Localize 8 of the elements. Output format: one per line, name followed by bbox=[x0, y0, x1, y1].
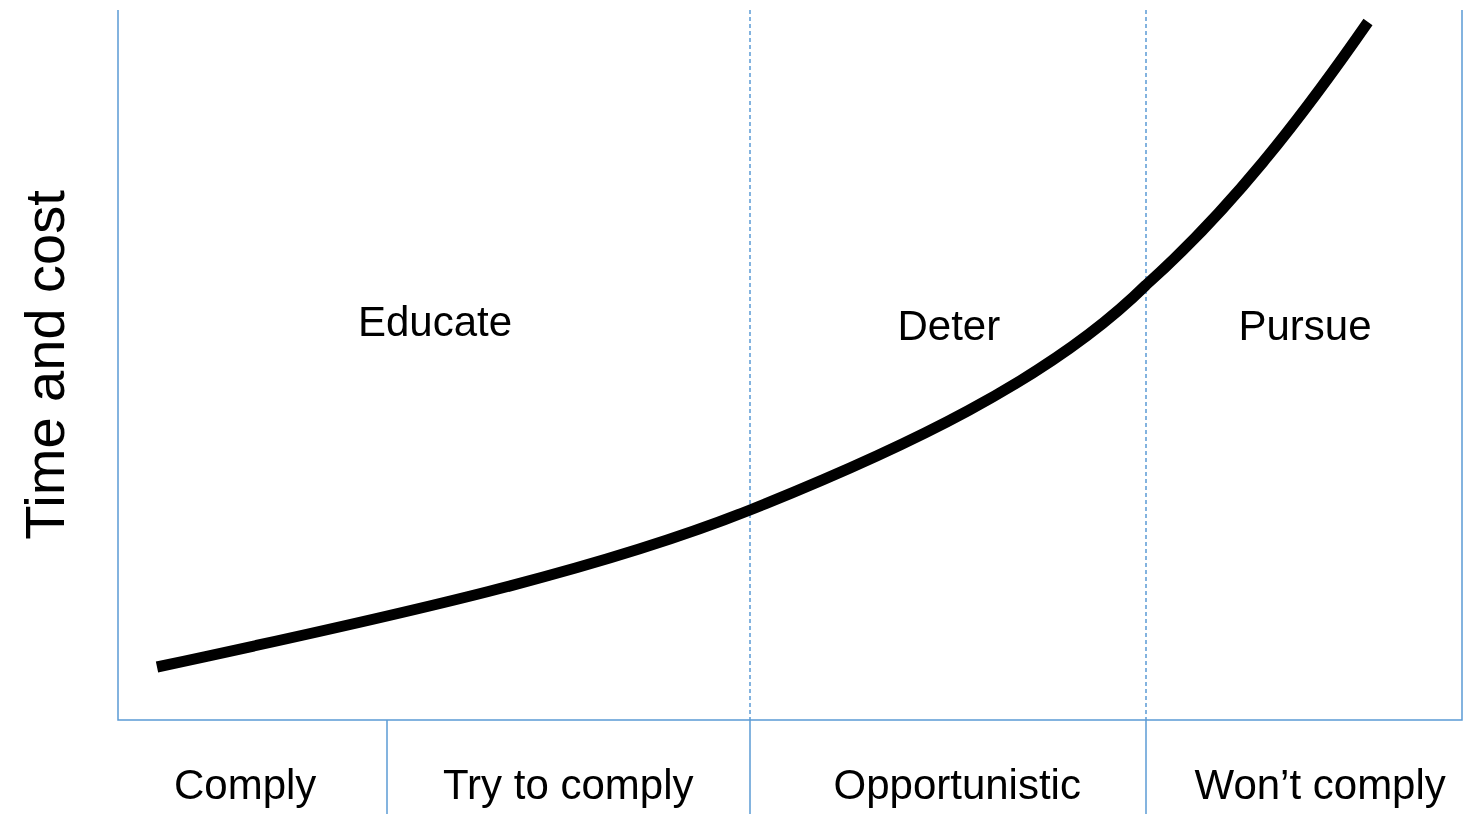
category-label: Try to comply bbox=[443, 764, 694, 806]
category-label: Comply bbox=[174, 764, 317, 806]
category-label: Opportunistic bbox=[833, 764, 1081, 806]
zone-label: Deter bbox=[897, 305, 1001, 347]
axis-title: Time and cost bbox=[16, 190, 73, 540]
category-label: Won’t comply bbox=[1194, 764, 1446, 806]
zone-label: Pursue bbox=[1238, 305, 1372, 347]
zone-label: Educate bbox=[358, 301, 513, 343]
